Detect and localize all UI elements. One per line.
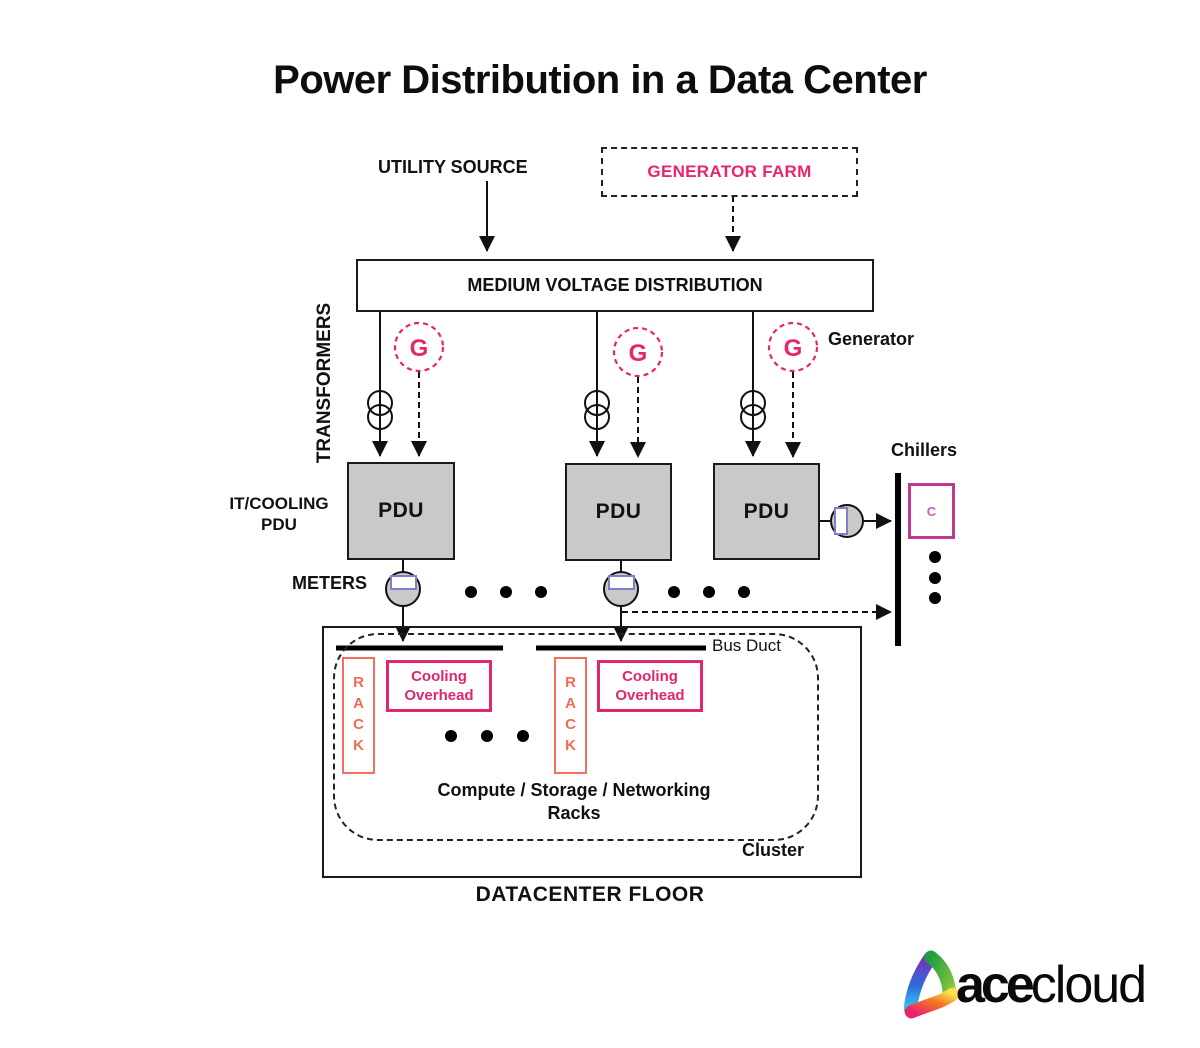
generator-legend-label: Generator: [828, 329, 915, 349]
acecloud-logo-mark-icon: [903, 950, 960, 1019]
cooling-overhead-box-2: Cooling Overhead: [597, 660, 703, 712]
transformer-icon: [367, 390, 766, 430]
pdu-box-3: PDU: [713, 463, 820, 560]
meters-label: METERS: [292, 573, 368, 593]
it-cooling-pdu-label: IT/COOLING PDU: [229, 494, 329, 534]
generator-symbol: G: [784, 335, 803, 362]
generator-symbol: G: [629, 340, 648, 367]
generator-feed-line: [411, 372, 801, 458]
cooling-overhead-box-1: Cooling Overhead: [386, 660, 492, 712]
chiller-meter-branch: [818, 504, 892, 538]
rack-box-1: RACK: [342, 657, 375, 774]
transformer-feed-line: [372, 310, 761, 457]
transformers-label: TRANSFORMERS: [314, 302, 335, 464]
cluster-label: Cluster: [742, 840, 805, 860]
medium-voltage-distribution-box: MEDIUM VOLTAGE DISTRIBUTION: [356, 259, 874, 312]
logo-ace-text: ace: [956, 956, 1035, 1014]
generator-symbol: G: [410, 335, 429, 362]
compute-storage-networking-label: Compute / Storage / Networking Racks: [437, 780, 711, 823]
bus-duct-label: Bus Duct: [712, 636, 781, 655]
rack-box-2: RACK: [554, 657, 587, 774]
page-title: Power Distribution in a Data Center: [273, 58, 927, 102]
pdu-box-2: PDU: [565, 463, 672, 561]
pdu-box-1: PDU: [347, 462, 455, 560]
datacenter-floor-label: DATACENTER FLOOR: [475, 883, 705, 906]
cluster-boundary: [333, 633, 819, 841]
generator-circle-icon: G G G: [393, 321, 819, 378]
meter-icon: [385, 571, 639, 607]
chiller-box: C: [908, 483, 955, 539]
generator-farm-box: GENERATOR FARM: [601, 147, 858, 197]
utility-source-label: UTILITY SOURCE: [378, 157, 528, 177]
datacenter-floor-boundary: [322, 626, 862, 878]
logo-cloud-text: cloud: [1030, 956, 1147, 1014]
chillers-label: Chillers: [891, 440, 958, 460]
ellipsis-dots: [445, 551, 941, 742]
